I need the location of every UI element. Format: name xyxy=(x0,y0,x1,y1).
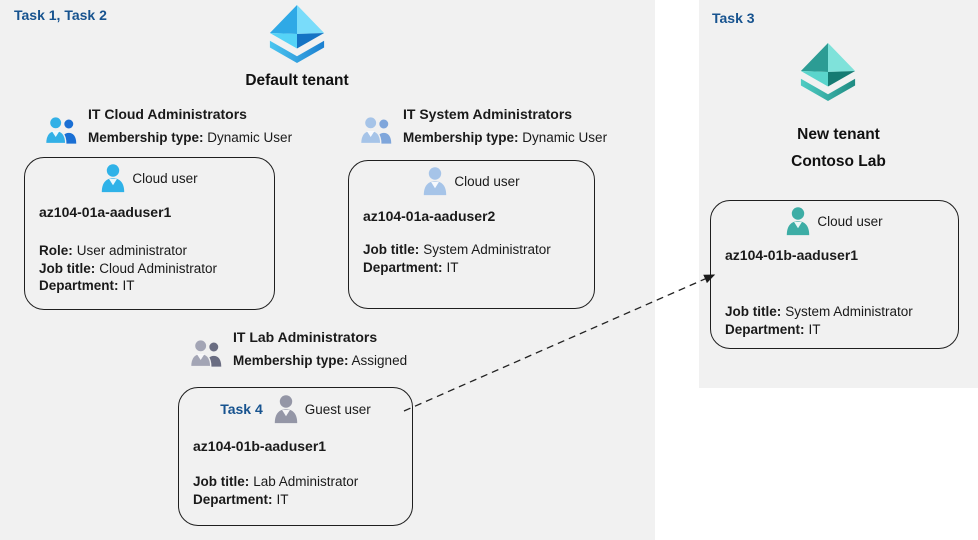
group-users-icon xyxy=(360,116,392,145)
group-users-icon xyxy=(190,339,222,368)
username: az104-01b-aaduser1 xyxy=(193,438,327,454)
guest-user-card: Task 4 Guest user az104-01b-aaduser1 Job… xyxy=(178,387,413,526)
azure-ad-tenant-icon xyxy=(269,4,325,64)
azure-ad-new-tenant-icon xyxy=(800,42,856,102)
group-title: IT System Administrators xyxy=(403,106,573,122)
username: az104-01a-aaduser2 xyxy=(363,208,496,224)
cloud-user-icon xyxy=(424,167,447,196)
user-fields: Job title:Lab Administrator Department:I… xyxy=(193,474,359,507)
user-fields: Job title:System Administrator Departmen… xyxy=(725,304,913,337)
group-title: IT Cloud Administrators xyxy=(88,106,247,122)
group-membership: Membership type: Dynamic User xyxy=(88,130,293,145)
username: az104-01a-aaduser1 xyxy=(39,204,172,220)
user-type-label: Cloud user xyxy=(454,173,520,189)
group-it-system-admins: IT System Administrators Membership type… xyxy=(360,105,607,146)
user-card-aaduser2: Cloud user az104-01a-aaduser2 Job title:… xyxy=(348,160,595,309)
card-header: Task 4 Guest user xyxy=(179,394,412,424)
new-tenant-line2: Contoso Lab xyxy=(791,153,886,170)
new-tenant-title: New tenant Contoso Lab xyxy=(699,121,978,175)
user-type-label: Guest user xyxy=(304,401,371,417)
group-membership: Membership type: Assigned xyxy=(233,353,408,368)
default-tenant-title: Default tenant xyxy=(245,72,349,89)
new-tenant-user-card: Cloud user az104-01b-aaduser1 Job title:… xyxy=(710,200,959,349)
card-header: Cloud user xyxy=(711,206,958,236)
group-title: IT Lab Administrators xyxy=(233,329,378,345)
username: az104-01b-aaduser1 xyxy=(725,247,859,263)
user-fields: Role:User administrator Job title:Cloud … xyxy=(39,243,218,293)
task-1-2-label: Task 1, Task 2 xyxy=(14,7,107,23)
guest-user-icon xyxy=(274,395,297,424)
group-users-icon xyxy=(45,116,77,145)
user-card-aaduser1: Cloud user az104-01a-aaduser1 Role:User … xyxy=(24,157,275,310)
task-4-label: Task 4 xyxy=(220,401,263,417)
new-tenant-line1: New tenant xyxy=(797,126,880,143)
cloud-user-icon xyxy=(787,207,810,236)
group-it-lab-admins: IT Lab Administrators Membership type: A… xyxy=(190,328,407,369)
card-header: Cloud user xyxy=(349,166,594,196)
user-type-label: Cloud user xyxy=(817,213,883,229)
group-membership: Membership type: Dynamic User xyxy=(403,130,608,145)
card-header: Cloud user xyxy=(25,163,274,193)
group-it-cloud-admins: IT Cloud Administrators Membership type:… xyxy=(45,105,292,146)
user-fields: Job title:System Administrator Departmen… xyxy=(363,242,551,275)
default-tenant-panel xyxy=(0,0,655,540)
cloud-user-icon xyxy=(102,164,125,193)
task-3-label: Task 3 xyxy=(712,10,755,26)
user-type-label: Cloud user xyxy=(132,170,198,186)
